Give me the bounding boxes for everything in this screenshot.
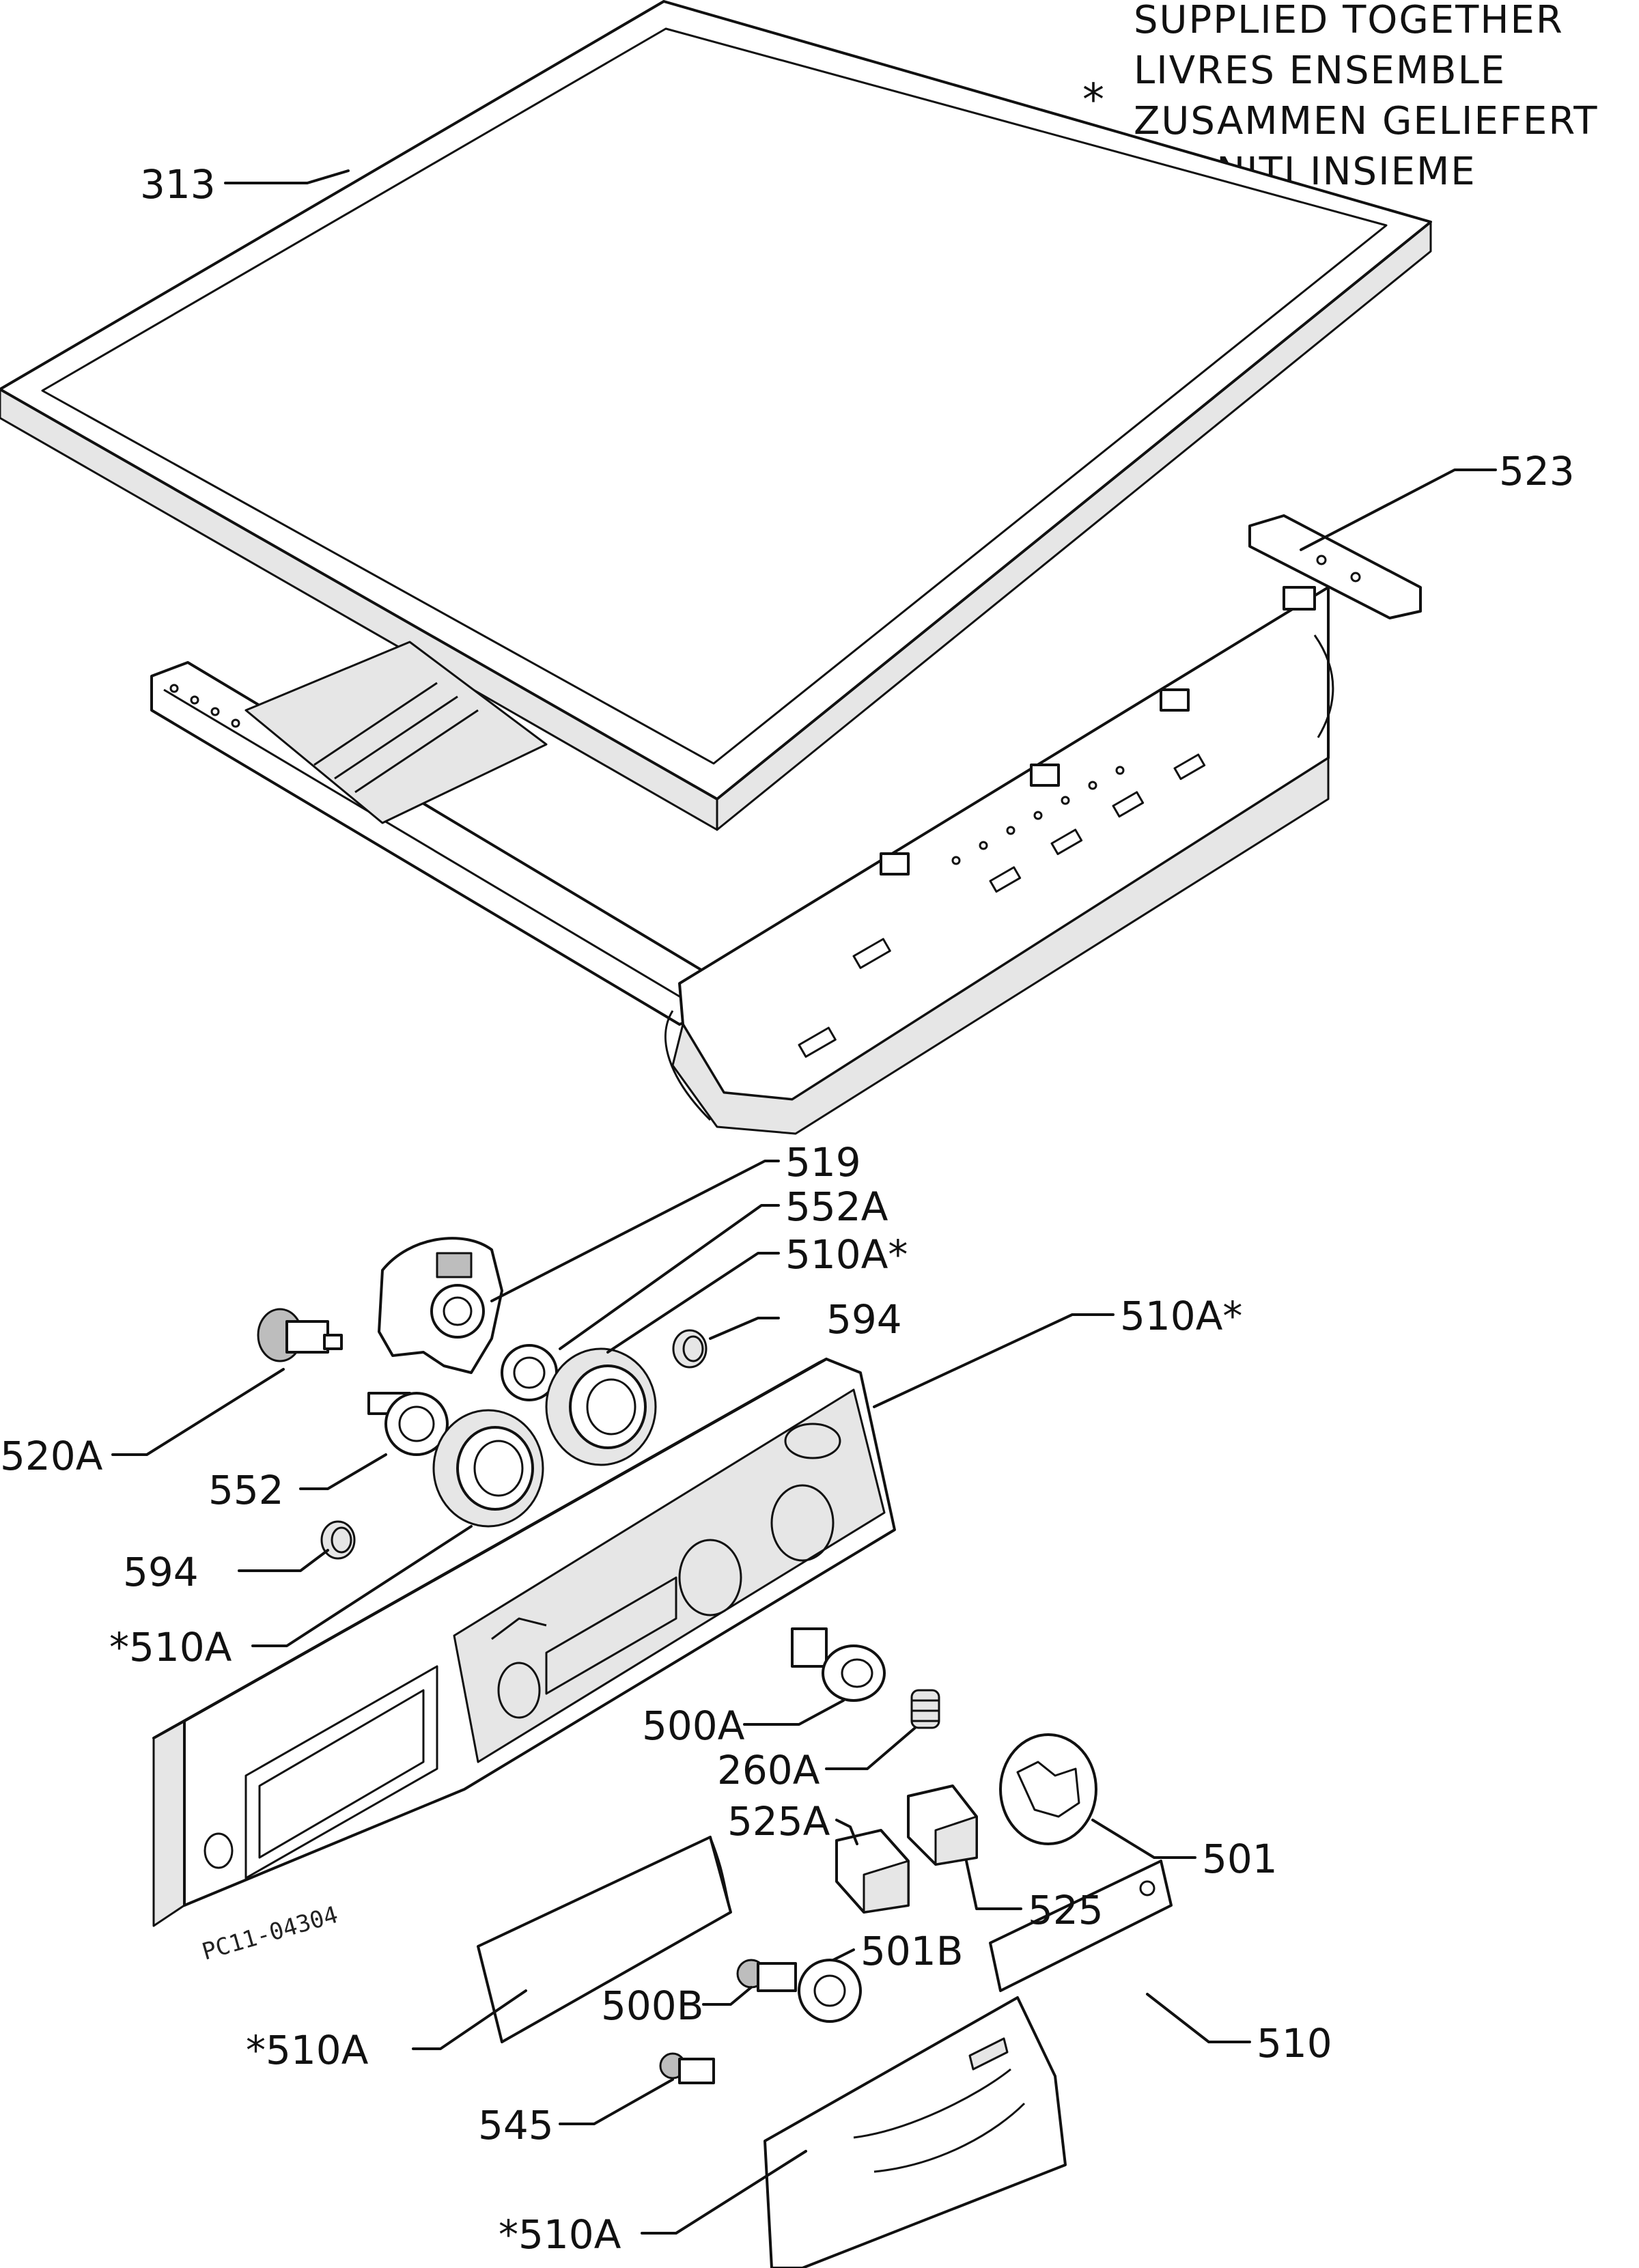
- control-panel-frame-523: [150, 514, 1422, 1135]
- shaft-520A: [257, 1308, 343, 1362]
- callout-star-510A-3: *510A: [499, 2211, 621, 2258]
- key-525: [907, 1784, 978, 1866]
- callout-260A: 260A: [717, 1747, 820, 1793]
- leader-lines: [111, 169, 1497, 2235]
- note-line-de: ZUSAMMEN GELIEFERT: [1134, 99, 1598, 143]
- callout-star-510A-2: *510A: [246, 2027, 369, 2073]
- callout-525A: 525A: [727, 1798, 830, 1845]
- callout-501: 501: [1202, 1836, 1278, 1882]
- button-594-left: [320, 1520, 356, 1560]
- switch-500A: [791, 1627, 886, 1702]
- knob-right-510A: [545, 1347, 657, 1466]
- note-asterisk: *: [1082, 75, 1106, 126]
- cap-501: [999, 1733, 1097, 1845]
- switch-500B: [736, 1959, 797, 1992]
- bracket-519: [378, 1237, 503, 1374]
- top-cover-313: [0, 0, 1432, 831]
- callout-labels: 313 523 519 552A 510A* 594 510A* 520A 55…: [0, 161, 1575, 2258]
- callout-star-510A-1: *510A: [109, 1624, 232, 1670]
- panel-strip-510: [989, 1860, 1173, 1992]
- callout-594-top: 594: [826, 1296, 902, 1343]
- knob-left-510A: [432, 1409, 544, 1528]
- callout-500B: 500B: [601, 1983, 704, 2029]
- callout-510A-star-1: 510A*: [785, 1231, 908, 1278]
- front-cover-510A: [764, 1996, 1067, 2268]
- spring-260A: [910, 1689, 940, 1729]
- screw-545: [659, 2052, 715, 2084]
- gear-552: [367, 1392, 449, 1456]
- callout-525: 525: [1028, 1887, 1104, 1933]
- callout-594-left: 594: [123, 1549, 199, 1595]
- note-line-en: SUPPLIED TOGETHER: [1134, 0, 1564, 42]
- control-fascia-510A: [152, 1358, 896, 1927]
- callout-520A: 520A: [0, 1433, 103, 1479]
- callout-545: 545: [478, 2102, 554, 2148]
- callout-510A-star-2: 510A*: [1120, 1293, 1242, 1339]
- callout-552A: 552A: [785, 1184, 888, 1230]
- callout-519: 519: [785, 1139, 861, 1186]
- callout-500A: 500A: [642, 1703, 745, 1749]
- callout-510: 510: [1257, 2020, 1332, 2067]
- knob-501B: [798, 1959, 862, 2023]
- callout-552: 552: [208, 1467, 284, 1513]
- drawer-handle-510A: [477, 1836, 732, 2043]
- button-594-top: [672, 1329, 708, 1369]
- callout-523: 523: [1499, 448, 1575, 494]
- drawing-code: PC11-04304: [199, 1901, 341, 1966]
- key-525A: [835, 1829, 910, 1914]
- note-line-fr: LIVRES ENSEMBLE: [1134, 48, 1506, 93]
- callout-501B: 501B: [860, 1928, 964, 1974]
- callout-313: 313: [140, 161, 216, 208]
